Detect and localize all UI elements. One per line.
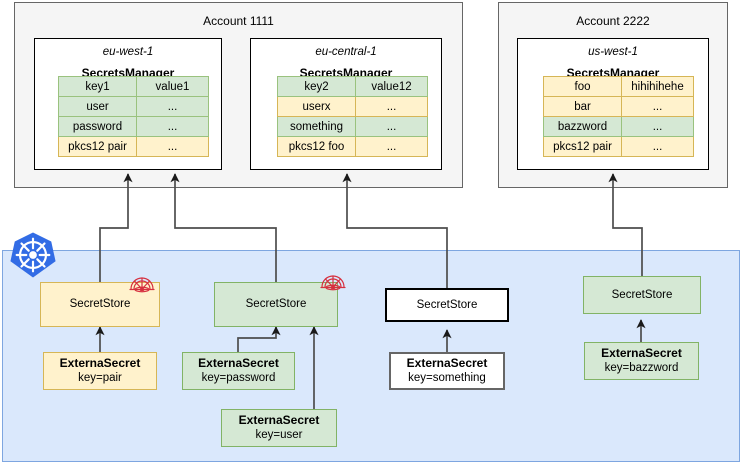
externalsecret-password-subtitle: key=password [201, 372, 276, 385]
secret-value: ... [136, 116, 209, 137]
secret-value: ... [355, 116, 428, 137]
externalsecret-bazzword-subtitle: key=bazzword [604, 362, 679, 375]
table-row: something ... [277, 116, 428, 137]
table-row: bazzword ... [543, 116, 694, 137]
externalsecret-pair-subtitle: key=pair [78, 372, 122, 385]
kubernetes-logo [9, 231, 57, 284]
secretstore-4-label: SecretStore [611, 288, 673, 301]
secret-value: ... [355, 136, 428, 157]
secret-value: value12 [355, 76, 428, 97]
secret-key: foo [543, 76, 622, 97]
account-2222-title: Account 2222 [576, 14, 650, 28]
externalsecret-user[interactable]: ExternaSecret key=user [221, 409, 337, 447]
externalsecret-something-title: ExternaSecret [406, 356, 488, 371]
secretstore-1-label: SecretStore [69, 298, 131, 311]
secret-key: bar [543, 96, 622, 117]
secret-value: ... [621, 96, 694, 117]
secretstore-4[interactable]: SecretStore [583, 276, 701, 314]
secret-key: user [58, 96, 137, 117]
secret-value: ... [355, 96, 428, 117]
secret-key: pkcs12 pair [543, 136, 622, 157]
externalsecret-password[interactable]: ExternaSecret key=password [182, 352, 295, 390]
secretstore-2[interactable]: SecretStore [214, 282, 338, 327]
table-row: userx ... [277, 96, 428, 117]
externalsecret-pair-title: ExternaSecret [59, 356, 141, 371]
secret-key: key1 [58, 76, 137, 97]
externalsecret-bazzword[interactable]: ExternaSecret key=bazzword [584, 342, 699, 380]
account-1111-title: Account 1111 [203, 14, 274, 28]
secret-value: ... [621, 116, 694, 137]
externalsecret-something-subtitle: key=something [408, 372, 486, 385]
table-row: key1 value1 [58, 76, 209, 97]
secret-key: pkcs12 pair [58, 136, 137, 157]
externalsecret-user-subtitle: key=user [255, 429, 303, 442]
region-eu-central-1-title: eu-central-1 [315, 46, 377, 58]
secret-value: ... [136, 96, 209, 117]
table-row: pkcs12 pair ... [58, 136, 209, 157]
secretstore-2-label: SecretStore [245, 298, 307, 311]
secrets-table-eu-central-1: key2 value12 userx ... something ... pkc… [277, 76, 428, 157]
secret-value: ... [136, 136, 209, 157]
secret-key: password [58, 116, 137, 137]
table-row: pkcs12 pair ... [543, 136, 694, 157]
table-row: user ... [58, 96, 209, 117]
secret-key: userx [277, 96, 356, 117]
secret-key: key2 [277, 76, 356, 97]
secret-value: hihihihehe [621, 76, 694, 97]
region-us-west-1-title: us-west-1 [588, 46, 638, 58]
region-eu-west-1-title: eu-west-1 [102, 46, 154, 58]
helm-icon [318, 272, 348, 299]
externalsecret-password-title: ExternaSecret [198, 356, 279, 371]
secrets-table-us-west-1: foo hihihihehe bar ... bazzword ... pkcs… [543, 76, 694, 157]
secretstore-3[interactable]: SecretStore [385, 288, 509, 322]
secret-key: pkcs12 foo [277, 136, 356, 157]
table-row: pkcs12 foo ... [277, 136, 428, 157]
externalsecret-something[interactable]: ExternaSecret key=something [389, 352, 505, 390]
secretstore-3-label: SecretStore [416, 298, 478, 311]
secret-key: bazzword [543, 116, 622, 137]
table-row: key2 value12 [277, 76, 428, 97]
secret-key: something [277, 116, 356, 137]
table-row: bar ... [543, 96, 694, 117]
secretstore-1[interactable]: SecretStore [40, 282, 160, 327]
secrets-table-eu-west-1: key1 value1 user ... password ... pkcs12… [58, 76, 209, 157]
externalsecret-pair[interactable]: ExternaSecret key=pair [43, 352, 157, 390]
secret-value: ... [621, 136, 694, 157]
helm-icon [127, 274, 157, 301]
secret-value: value1 [136, 76, 209, 97]
table-row: foo hihihihehe [543, 76, 694, 97]
externalsecret-bazzword-title: ExternaSecret [601, 346, 682, 361]
externalsecret-user-title: ExternaSecret [238, 413, 320, 428]
table-row: password ... [58, 116, 209, 137]
